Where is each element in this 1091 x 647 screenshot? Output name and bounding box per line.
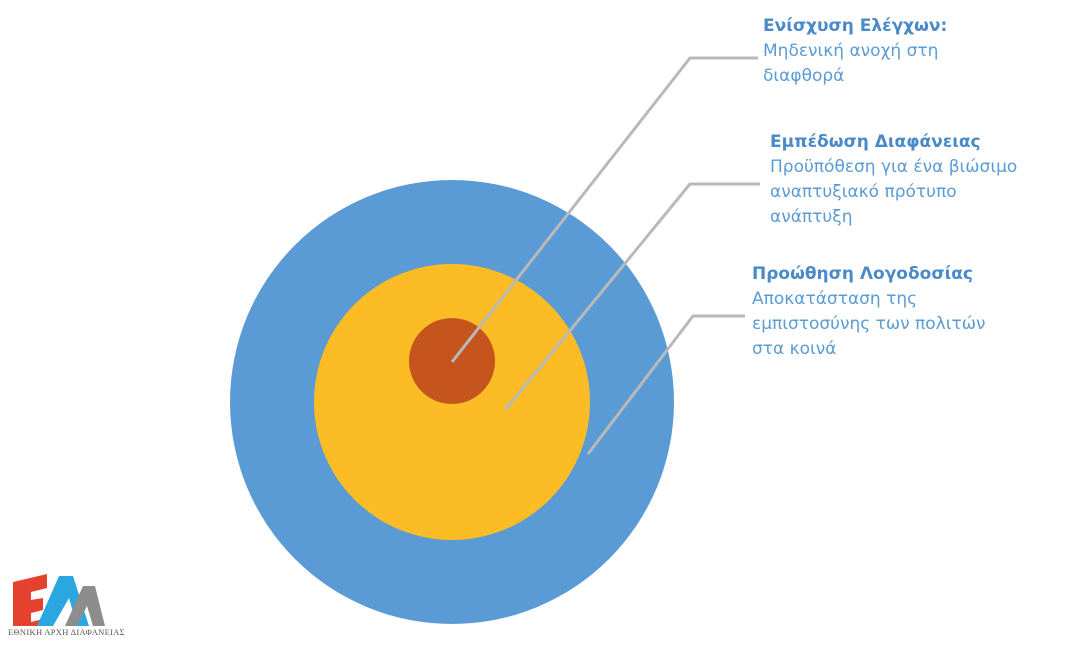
leader-line-accountability [586,314,745,455]
callout-description: Αποκατάσταση της εμπιστοσύνης των πολιτώ… [752,289,986,359]
callout-description: Μηδενική ανοχή στη διαφθορά [763,41,939,86]
leader-line-controls [450,56,758,363]
logo-letter-e [13,574,47,626]
callout-strengthen-controls: Ενίσχυση Ελέγχων: Μηδενική ανοχή στη δια… [763,14,947,89]
leader-line-transparency [503,182,760,411]
callout-transparency: Εμπέδωση Διαφάνειας Προϋπόθεση για ένα β… [770,130,1017,230]
callout-description: Προϋπόθεση για ένα βιώσιμο αναπτυξιακό π… [770,157,1018,227]
logo-caption: ΕΘΝΙΚΗ ΑΡΧΗ ΔΙΑΦΑΝΕΙΑΣ [8,627,125,637]
callout-title: Εμπέδωση Διαφάνειας [770,132,981,152]
logo-letter-delta [65,586,105,626]
eaa-logo-icon [13,574,105,626]
callout-title: Ενίσχυση Ελέγχων: [763,16,948,36]
callout-title: Προώθηση Λογοδοσίας [752,264,973,284]
callout-accountability: Προώθηση Λογοδοσίας Αποκατάσταση της εμπ… [752,262,985,362]
